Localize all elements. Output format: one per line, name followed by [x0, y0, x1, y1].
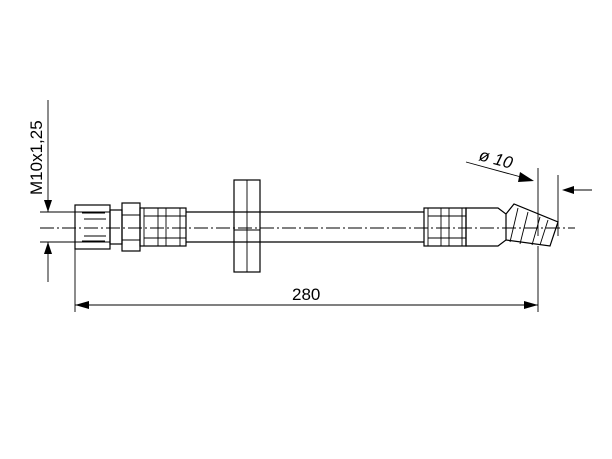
left-thread-fitting	[74, 204, 111, 250]
length-label: 280	[292, 285, 320, 304]
thread-dimension	[40, 100, 75, 282]
right-angled-fitting	[465, 203, 559, 247]
hose-body	[186, 211, 424, 243]
diameter-label: ø 10	[477, 146, 515, 173]
mounting-bracket	[233, 179, 261, 273]
right-crimp-sleeve	[423, 207, 467, 247]
left-crimp-sleeve	[139, 207, 187, 247]
diameter-dimension	[465, 161, 592, 236]
hex-nut	[109, 202, 141, 252]
thread-label: M10x1,25	[27, 120, 46, 195]
length-dimension	[74, 246, 539, 312]
